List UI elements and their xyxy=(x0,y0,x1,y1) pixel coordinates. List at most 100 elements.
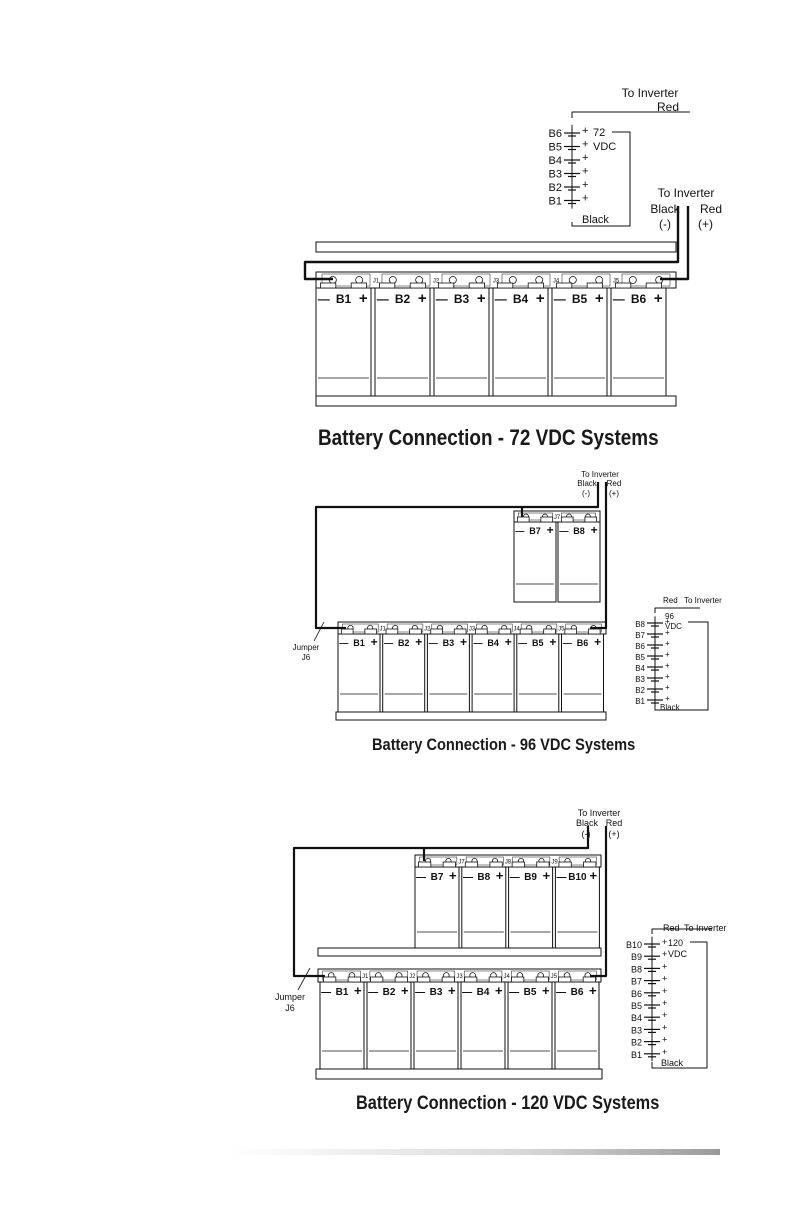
battery-case xyxy=(366,981,412,1070)
voltage-label: 120 xyxy=(668,938,683,948)
schem-black-wire xyxy=(571,131,631,227)
schem-black-label: Black xyxy=(582,214,609,226)
tray-bar-bottom xyxy=(315,395,677,407)
battery-post-pos xyxy=(645,282,663,289)
jumper-label: J4 xyxy=(513,627,520,633)
battery-label: B1 xyxy=(336,987,349,998)
schem-label-b5: B5 xyxy=(631,1001,642,1011)
jumper-label: J5 xyxy=(551,974,558,980)
jumper-label: J7 xyxy=(458,860,465,866)
red-label: Red xyxy=(607,479,622,488)
post-cap xyxy=(501,273,551,287)
plus-sign: + xyxy=(415,635,422,649)
red-label: Red xyxy=(606,818,623,828)
minus-sign: — xyxy=(563,638,572,648)
battery-post-neg xyxy=(560,516,574,523)
battery-post-pos xyxy=(543,628,556,635)
battery-post-pos xyxy=(409,282,427,289)
battery-label: B3 xyxy=(430,987,443,998)
schem-label-b3: B3 xyxy=(549,169,562,181)
battery-case xyxy=(461,866,507,951)
battery-post-pos xyxy=(453,628,467,635)
battery-post-pos xyxy=(584,516,598,523)
schem-plus: + xyxy=(665,683,670,692)
post-cap xyxy=(369,970,408,981)
battery-b2: —B2+ xyxy=(366,976,412,1070)
minus-sign: — xyxy=(510,872,520,883)
black-label: Black xyxy=(650,202,680,216)
schem-black-label: Black xyxy=(660,703,681,712)
red-label: Red xyxy=(700,202,722,216)
schem-label-b9: B9 xyxy=(631,952,642,962)
red-cable xyxy=(590,826,608,978)
post-cap xyxy=(512,856,551,866)
footer-gradient-bar xyxy=(228,1149,720,1155)
jumper-label: J3 xyxy=(456,974,463,980)
black-cable xyxy=(292,826,590,978)
bolt xyxy=(475,276,484,284)
schem-label-b6: B6 xyxy=(549,128,562,140)
battery-label: B8 xyxy=(573,526,585,536)
post-cap xyxy=(518,512,553,521)
minus-sign: — xyxy=(429,638,438,648)
series-schematic: B6+B5+B4+B3+B2+B1+ xyxy=(549,124,588,209)
battery-b6: —B6+ xyxy=(610,282,667,397)
battery-post-neg xyxy=(475,628,488,635)
battery-post-neg xyxy=(558,861,572,868)
plus-sign: + xyxy=(542,983,550,998)
plus-sign: + xyxy=(401,983,409,998)
minus-sign: — xyxy=(473,638,482,648)
plus-sign: + xyxy=(495,983,503,998)
battery-post-pos xyxy=(587,628,601,635)
battery-post-neg xyxy=(418,861,432,868)
battery-label: B4 xyxy=(487,638,499,648)
battery-case xyxy=(337,633,381,713)
minus-sign: — xyxy=(368,987,378,998)
to-inverter-right-label: To Inverter xyxy=(658,186,715,200)
minus-sign: — xyxy=(495,292,507,306)
vdc-label: VDC xyxy=(668,949,688,959)
post-cap xyxy=(463,970,503,981)
schem-label-b10: B10 xyxy=(626,940,642,950)
schem-plus: + xyxy=(662,1010,667,1020)
post-cap xyxy=(465,856,504,866)
terminal-strip-body xyxy=(414,854,602,868)
battery-label: B6 xyxy=(631,292,647,306)
battery-b5: —B5+ xyxy=(551,282,608,397)
red-top-label: Red xyxy=(657,100,679,114)
minus-sign: — xyxy=(509,987,519,998)
schem-label-b2: B2 xyxy=(635,686,645,695)
jumper-label: J3 xyxy=(469,627,476,633)
post-cap xyxy=(386,623,424,633)
plus-sign: + xyxy=(449,868,457,883)
battery-post-pos xyxy=(582,976,596,983)
minus-sign: — xyxy=(463,872,473,883)
schem-plus: + xyxy=(662,949,667,959)
post-cap xyxy=(431,623,468,633)
neg-label: (-) xyxy=(582,489,590,498)
minus-sign: — xyxy=(321,987,331,998)
battery-label: B4 xyxy=(513,292,529,306)
tray-bar-middle xyxy=(317,947,602,957)
jumper-label: J8 xyxy=(505,860,512,866)
to-inverter-label: To Inverter xyxy=(578,808,621,818)
schem-plus: + xyxy=(662,974,667,984)
schem-plus: + xyxy=(582,166,588,178)
battery-post-neg xyxy=(385,628,399,635)
battery-post-neg xyxy=(496,282,514,289)
battery-b3: —B3+ xyxy=(426,628,470,713)
battery-post-neg xyxy=(378,282,396,289)
battery-post-pos xyxy=(350,282,368,289)
schem-to-inverter-label: To Inverter xyxy=(684,923,727,933)
schem-label-b6: B6 xyxy=(635,642,645,651)
schem-plus: + xyxy=(665,617,670,626)
minus-sign: — xyxy=(518,638,527,648)
schem-plus: + xyxy=(582,125,588,137)
battery-post-pos xyxy=(488,976,502,983)
battery-b3: —B3+ xyxy=(413,976,459,1070)
plus-sign: + xyxy=(460,635,467,649)
battery-b7: —B7+ xyxy=(513,516,557,603)
battery-post-pos xyxy=(442,861,456,868)
